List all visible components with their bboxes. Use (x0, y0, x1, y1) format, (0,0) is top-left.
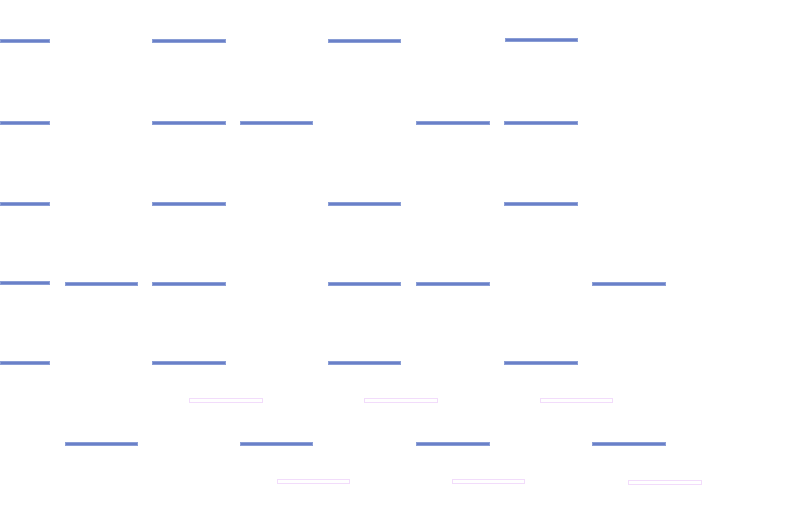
outline-bar (628, 480, 702, 485)
solid-bar (592, 282, 666, 286)
solid-bar (152, 361, 226, 365)
solid-bar (328, 282, 401, 286)
solid-bar (416, 121, 490, 125)
solid-bar (152, 39, 226, 43)
solid-bar (152, 202, 226, 206)
outline-bar (364, 398, 438, 403)
outline-bar (540, 398, 613, 403)
solid-bar (328, 39, 401, 43)
solid-bar (0, 361, 50, 365)
solid-bar (240, 121, 313, 125)
outline-bar (277, 479, 350, 484)
solid-bar (504, 361, 578, 365)
solid-bar (0, 202, 50, 206)
solid-bar (416, 282, 490, 286)
solid-bar (152, 282, 226, 286)
solid-bar (0, 39, 50, 43)
outline-bar (452, 479, 525, 484)
solid-bar (0, 121, 50, 125)
solid-bar (328, 361, 401, 365)
solid-bar (592, 442, 666, 446)
solid-bar (328, 202, 401, 206)
solid-bar (65, 282, 138, 286)
solid-bar (0, 281, 50, 285)
solid-bar (65, 442, 138, 446)
solid-bar (240, 442, 313, 446)
solid-bar (152, 121, 226, 125)
solid-bar (505, 38, 578, 42)
solid-bar (504, 121, 578, 125)
outline-bar (189, 398, 263, 403)
solid-bar (504, 202, 578, 206)
solid-bar (416, 442, 490, 446)
